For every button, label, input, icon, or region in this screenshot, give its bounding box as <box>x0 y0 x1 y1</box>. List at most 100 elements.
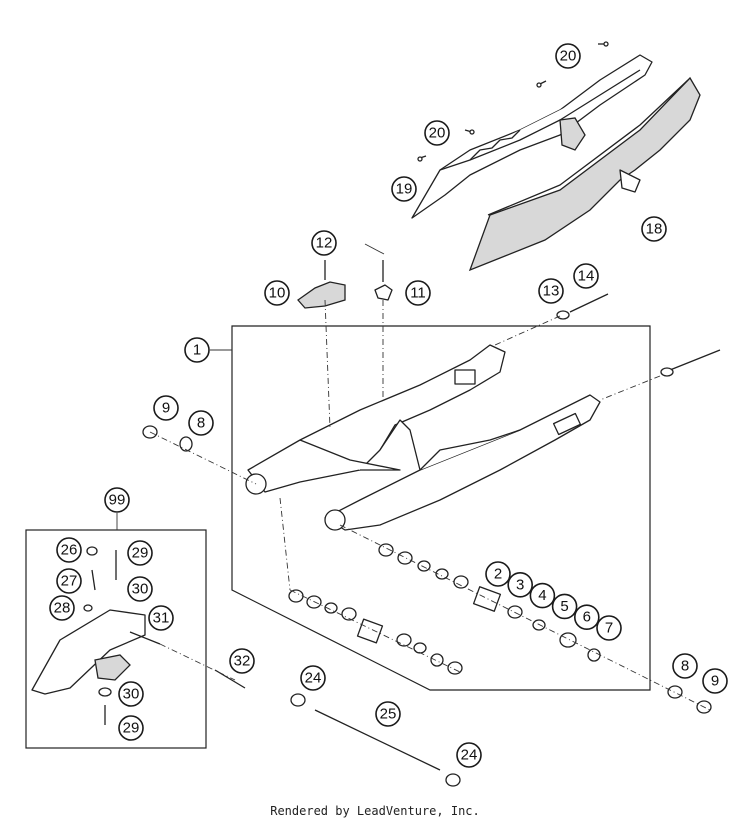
callout-label: 18 <box>646 221 663 238</box>
callout-10: 10 <box>264 280 290 306</box>
callout-circle <box>405 280 431 306</box>
callout-circle <box>538 278 564 304</box>
callout-4: 4 <box>529 582 556 609</box>
callout-11: 11 <box>405 280 431 306</box>
callout-circle <box>127 540 153 566</box>
callout-circle <box>118 715 144 741</box>
callout-label: 1 <box>193 342 201 359</box>
callout-circle <box>56 568 82 594</box>
callout-circle <box>596 615 622 641</box>
callout-3: 3 <box>507 571 534 598</box>
assembly-center-lines <box>149 299 711 711</box>
callout-label: 30 <box>132 581 149 598</box>
callout-circle <box>300 665 326 691</box>
callout-19: 19 <box>391 176 417 202</box>
callout-circle <box>641 216 667 242</box>
callout-9: 9 <box>702 668 728 694</box>
swingarm-group-outline <box>231 325 651 691</box>
callout-label: 2 <box>494 566 502 583</box>
callout-14: 14 <box>573 263 599 289</box>
callout-circle <box>264 280 290 306</box>
callout-circle <box>702 668 728 694</box>
callout-circle <box>485 561 511 587</box>
callout-circle <box>148 605 174 631</box>
bearing-parts <box>142 425 712 714</box>
callout-label: 20 <box>429 125 446 142</box>
callout-circle <box>424 120 450 146</box>
callout-label: 30 <box>123 686 140 703</box>
callout-7: 7 <box>596 615 622 641</box>
callout-8: 8 <box>672 653 698 679</box>
callout-2: 2 <box>485 561 511 587</box>
callout-circle <box>573 604 600 631</box>
chain-guide-parts <box>31 546 161 725</box>
callout-label: 10 <box>269 285 286 302</box>
callout-28: 28 <box>49 595 75 621</box>
callout-8: 8 <box>188 410 214 436</box>
chain-guide-kit-frame <box>25 529 207 749</box>
callout-circle <box>573 263 599 289</box>
callout-label: 8 <box>197 415 205 432</box>
swingarm-part <box>245 344 601 531</box>
callout-label: 5 <box>560 598 568 615</box>
callout-27: 27 <box>56 568 82 594</box>
callout-label: 28 <box>54 600 71 617</box>
callout-24: 24 <box>300 665 326 691</box>
callout-circle <box>229 648 255 674</box>
callout-circle <box>127 576 153 602</box>
callout-circle <box>391 176 417 202</box>
callout-label: 25 <box>380 706 397 723</box>
callout-label: 31 <box>153 610 170 627</box>
callout-label: 6 <box>583 609 591 626</box>
callout-circle <box>375 701 401 727</box>
callout-9: 9 <box>153 395 179 421</box>
callout-circle <box>555 43 581 69</box>
callout-label: 32 <box>234 653 251 670</box>
callout-circle <box>184 337 210 363</box>
callout-label: 3 <box>516 576 524 593</box>
callout-circle <box>456 742 482 768</box>
callout-31: 31 <box>148 605 174 631</box>
callout-label: 8 <box>681 658 689 675</box>
callout-circle <box>672 653 698 679</box>
callout-12: 12 <box>311 230 337 256</box>
callout-30: 30 <box>127 576 153 602</box>
callout-label: 99 <box>109 492 126 509</box>
callout-24: 24 <box>456 742 482 768</box>
callout-label: 29 <box>132 545 149 562</box>
callout-25: 25 <box>375 701 401 727</box>
callout-20: 20 <box>555 43 581 69</box>
chain-slider-part <box>468 76 701 272</box>
callout-circle <box>56 537 82 563</box>
footer-credit: Rendered by LeadVenture, Inc. <box>270 804 480 818</box>
callout-32: 32 <box>229 648 255 674</box>
callout-label: 7 <box>605 620 613 637</box>
callout-label: 26 <box>61 542 78 559</box>
brake-line-clip-parts <box>297 260 393 309</box>
callout-label: 29 <box>123 720 140 737</box>
callout-label: 14 <box>578 268 595 285</box>
callout-circle <box>507 571 534 598</box>
callout-29: 29 <box>127 540 153 566</box>
callout-26: 26 <box>56 537 82 563</box>
callout-circle <box>104 487 130 513</box>
callout-circle <box>188 410 214 436</box>
callout-13: 13 <box>538 278 564 304</box>
callout-circle <box>529 582 556 609</box>
callout-circle <box>551 593 578 620</box>
callout-label: 12 <box>316 235 333 252</box>
callout-circle <box>153 395 179 421</box>
chain-guard-part <box>411 54 653 219</box>
callout-6: 6 <box>573 604 600 631</box>
callout-label: 20 <box>560 48 577 65</box>
callout-99: 99 <box>104 487 130 513</box>
callout-circle <box>49 595 75 621</box>
callout-1: 1 <box>184 337 210 363</box>
callout-label: 27 <box>61 573 78 590</box>
callout-label: 24 <box>305 670 322 687</box>
callout-label: 9 <box>711 673 719 690</box>
callout-5: 5 <box>551 593 578 620</box>
callout-30: 30 <box>118 681 144 707</box>
